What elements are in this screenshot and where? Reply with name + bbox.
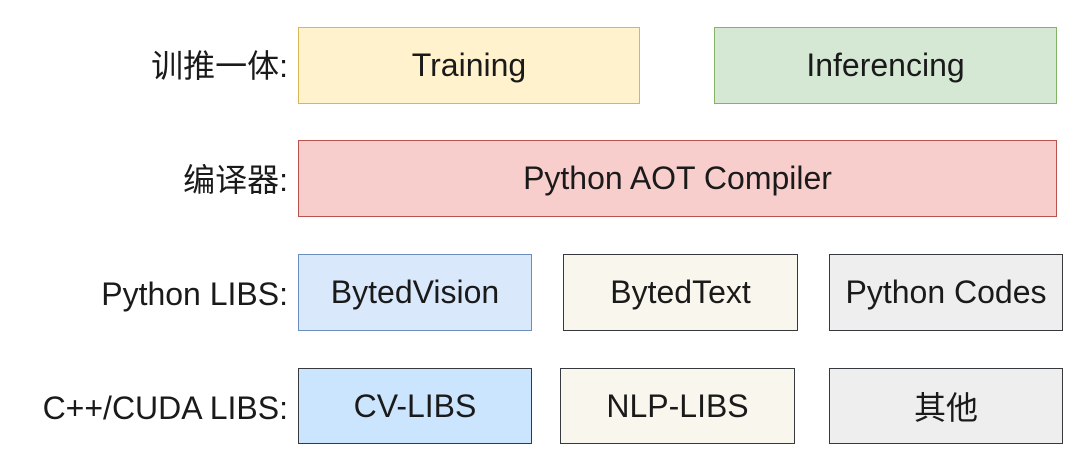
python-codes-box: Python Codes bbox=[829, 254, 1063, 331]
row-label-python-libs: Python LIBS: bbox=[101, 276, 288, 312]
row-label-training-inference: 训推一体: bbox=[151, 48, 288, 84]
nlp-libs-box: NLP-LIBS bbox=[560, 368, 795, 444]
row-label-cpp-cuda-libs: C++/CUDA LIBS: bbox=[42, 390, 288, 426]
inferencing-box: Inferencing bbox=[714, 27, 1057, 104]
bytedtext-box: BytedText bbox=[563, 254, 798, 331]
bytedvision-box: BytedVision bbox=[298, 254, 532, 331]
other-box: 其他 bbox=[829, 368, 1063, 444]
row-label-compiler: 编译器: bbox=[183, 162, 288, 198]
training-box: Training bbox=[298, 27, 640, 104]
python-aot-compiler-box: Python AOT Compiler bbox=[298, 140, 1057, 217]
cv-libs-box: CV-LIBS bbox=[298, 368, 532, 444]
